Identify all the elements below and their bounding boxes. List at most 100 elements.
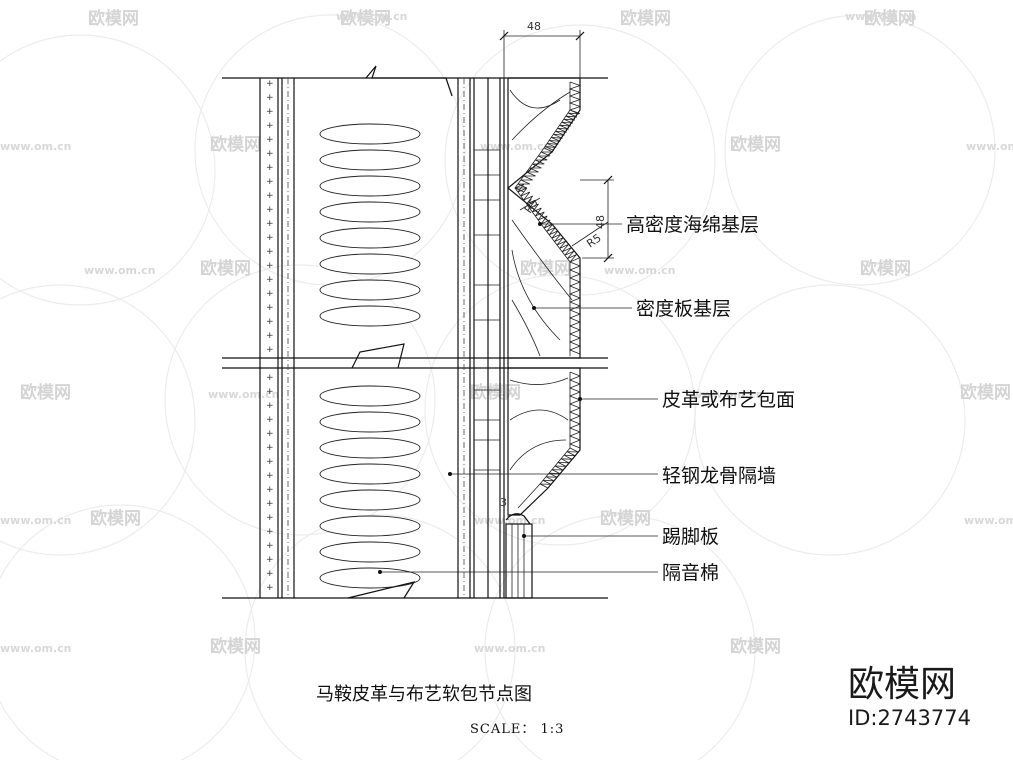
insulation-ellipse <box>319 305 421 327</box>
hatch-mark: + <box>266 121 274 131</box>
watermark-circle <box>244 514 516 760</box>
sponge-zigzag <box>544 109 580 151</box>
hatch-mark: + <box>266 541 274 551</box>
leader-lines <box>378 222 658 574</box>
watermark-logo: 欧模网 <box>210 134 261 155</box>
watermark-url: www.om.cn <box>474 642 546 655</box>
insulation-ellipse <box>319 175 421 197</box>
callout-sound-insulation: 隔音棉 <box>662 562 719 584</box>
watermark-logo: 欧模网 <box>88 8 139 29</box>
insulation-ellipse <box>319 201 421 223</box>
sponge-zigzag <box>568 371 582 449</box>
insulation-ellipse <box>319 463 421 485</box>
insulation-ellipse <box>319 515 421 537</box>
insulation-ellipse <box>319 541 421 563</box>
hatch-mark: + <box>266 233 274 243</box>
watermark-url: www.om.cn <box>84 264 156 277</box>
hatch-mark: + <box>266 345 274 355</box>
hatch-mark: + <box>266 303 274 313</box>
hatch-mark: + <box>266 79 274 89</box>
scale-label: SCALE： 1:3 <box>470 722 564 737</box>
watermark-url: www.om.cn <box>966 140 1013 153</box>
watermark-url: www.om.cn <box>208 388 280 401</box>
watermark-logo: 欧模网 <box>90 508 141 529</box>
sponge-zigzag-upper <box>514 81 582 355</box>
insulation-ellipse <box>319 411 421 433</box>
watermark-logo: 欧模网 <box>960 382 1011 403</box>
watermark-circle <box>164 264 436 536</box>
hatch-mark: + <box>266 219 274 229</box>
watermark-url: www.om.cn <box>0 514 72 527</box>
watermark-logo: 欧模网 <box>600 508 651 529</box>
watermark-circle <box>0 284 196 556</box>
watermark-logo: 欧模网 <box>20 382 71 403</box>
brand-id: ID:2743774 <box>848 706 971 730</box>
batten-ticks <box>474 149 500 471</box>
sponge-zigzag-lower <box>539 371 582 489</box>
callout-high-density-sponge: 高密度海绵基层 <box>626 214 759 236</box>
watermark-url: www.om.cn <box>0 140 72 153</box>
hatch-mark: + <box>266 149 274 159</box>
hatch-mark: + <box>266 401 274 411</box>
hatch-mark: + <box>266 373 274 383</box>
watermark-url: www.om.cn <box>604 264 676 277</box>
watermark-logo: 欧模网 <box>860 258 911 279</box>
hatch-mark: + <box>266 289 274 299</box>
insulation-ellipse <box>319 489 421 511</box>
watermark-circle <box>484 514 756 760</box>
watermark-logo: 欧模网 <box>864 8 915 29</box>
insulation-ellipse <box>319 227 421 249</box>
watermark-logo: 欧模网 <box>470 382 521 403</box>
insulation-ellipse <box>319 385 421 407</box>
dim-radius-b: R5 <box>584 231 603 250</box>
hatch-mark: + <box>266 275 274 285</box>
sponge-zigzag <box>568 81 582 114</box>
sponge-zigzag <box>539 447 579 489</box>
watermark-url: www.om.cn <box>480 140 552 153</box>
insulation-ellipse <box>319 437 421 459</box>
watermark-circle <box>0 504 256 760</box>
hatch-mark: + <box>266 485 274 495</box>
hatch-mark: + <box>266 499 274 509</box>
insulation-ellipses <box>319 123 421 589</box>
hatch-mark: + <box>266 429 274 439</box>
watermark-logo: 欧模网 <box>730 636 781 657</box>
hatch-mark: + <box>266 163 274 173</box>
watermark-url: www.om.cn <box>845 10 917 23</box>
hatch-mark: + <box>266 555 274 565</box>
section-drawing: ++++++++++++++++++++++++++++++++++++ <box>222 30 614 599</box>
watermark-circle <box>694 284 966 556</box>
hatch-mark: + <box>266 443 274 453</box>
insulation-ellipse <box>319 567 421 589</box>
hatch-mark: + <box>266 513 274 523</box>
watermark-logo: 欧模网 <box>520 258 571 279</box>
watermark-circle <box>0 34 216 306</box>
hatch-mark: + <box>266 93 274 103</box>
hatch-mark: + <box>266 583 274 593</box>
watermark-url: www.om.cn <box>692 388 764 401</box>
watermark-logo: 欧模网 <box>730 134 781 155</box>
watermark-layer: 欧模网欧模网欧模网欧模网欧模网欧模网欧模网欧模网欧模网欧模网欧模网欧模网欧模网欧… <box>0 8 1013 760</box>
hatch-mark: + <box>266 191 274 201</box>
hatch-mark: + <box>266 331 274 341</box>
hatch-mark: + <box>266 107 274 117</box>
watermark-logo: 欧模网 <box>340 8 391 29</box>
dim-top-width: 48 <box>527 20 541 33</box>
callout-mdf-base: 密度板基层 <box>636 298 731 320</box>
insulation-ellipse <box>319 279 421 301</box>
watermark-url: www.om.cn <box>336 10 408 23</box>
insulation-ellipse <box>319 253 421 275</box>
hatch-mark: + <box>266 317 274 327</box>
watermark-logo: 欧模网 <box>200 258 251 279</box>
watermark-logo: 欧模网 <box>620 8 671 29</box>
watermark-url: www.om.cn <box>964 514 1013 527</box>
hatch-mark: + <box>266 135 274 145</box>
insulation-ellipse <box>319 149 421 171</box>
hatch-mark: + <box>266 387 274 397</box>
hatch-mark: + <box>266 205 274 215</box>
sponge-zigzag <box>514 183 554 229</box>
dim-side-height: 48 <box>594 215 607 229</box>
callout-skirting-board: 踢脚板 <box>662 526 719 548</box>
